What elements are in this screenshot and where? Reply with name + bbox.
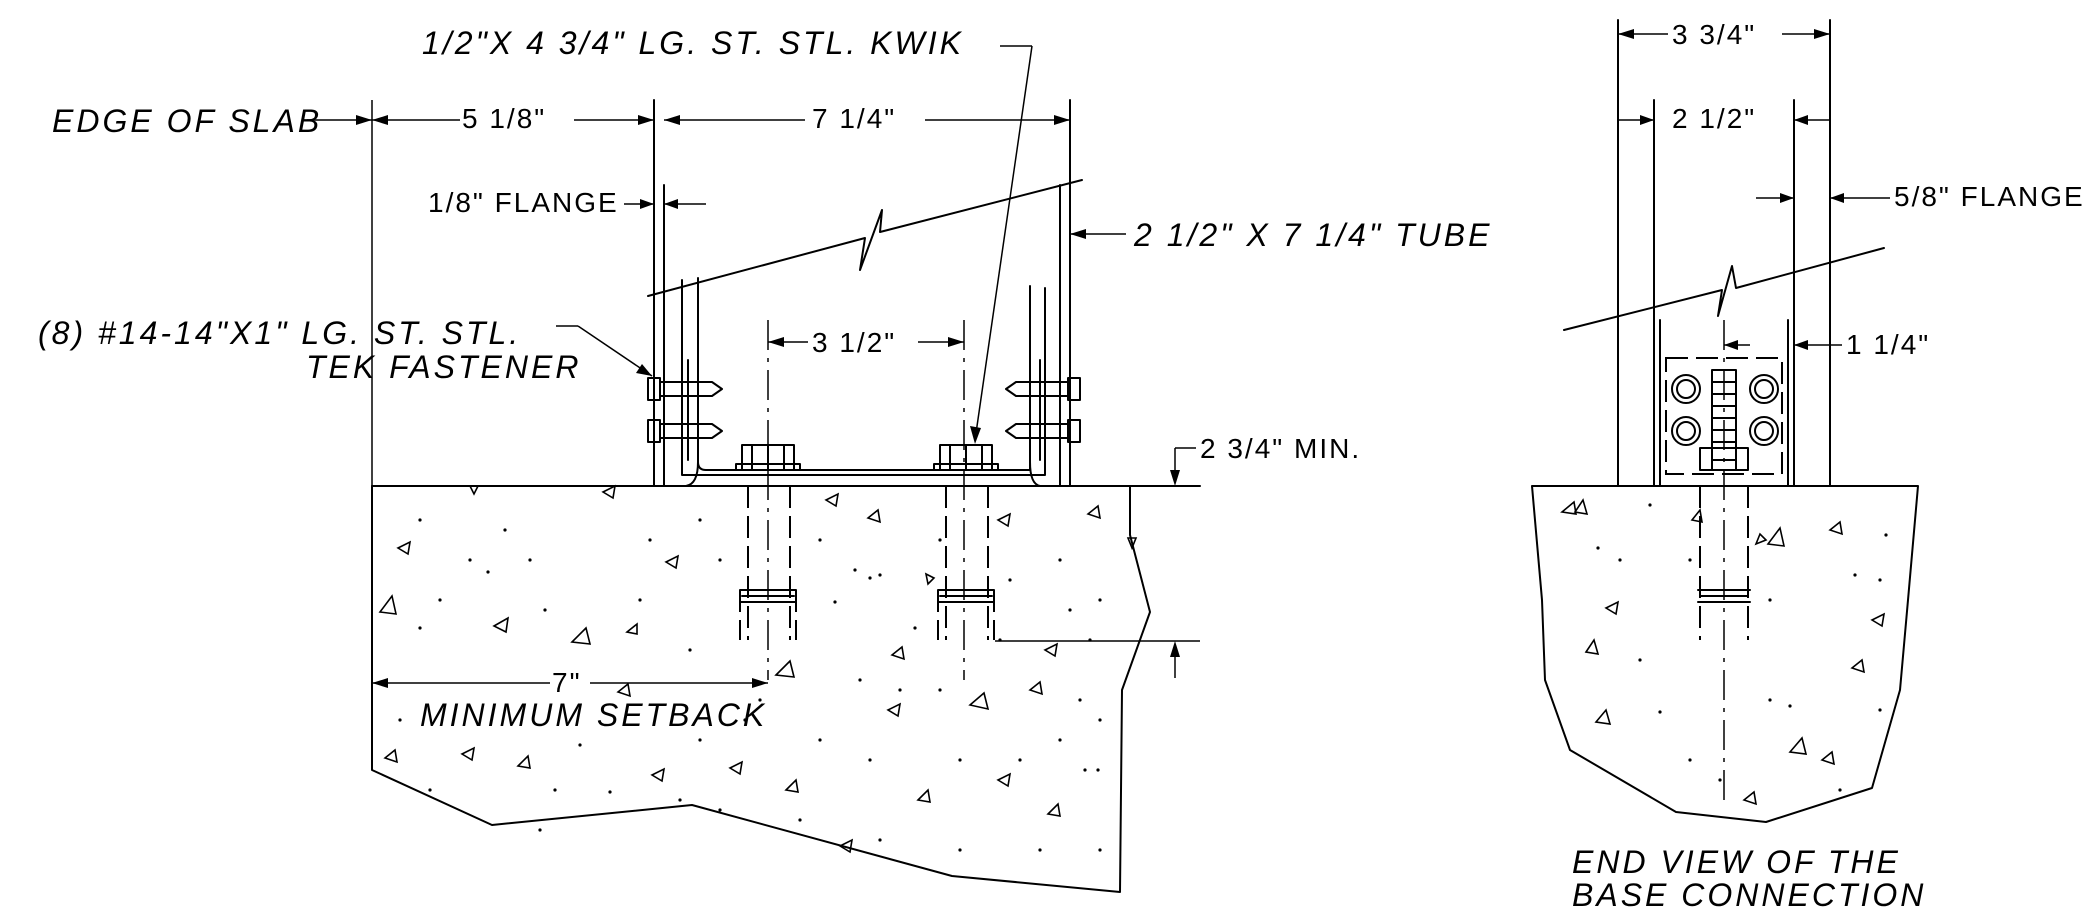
concrete-aggregate-right bbox=[1560, 498, 1886, 806]
minimum-setback-label: MINIMUM SETBACK bbox=[420, 697, 767, 733]
dimension-7: 7" bbox=[552, 667, 582, 698]
end-view-title-line2: BASE CONNECTION bbox=[1572, 877, 1926, 909]
anchor-bolts-left-view bbox=[735, 320, 999, 680]
bolt-spacing-dimension bbox=[768, 337, 964, 347]
flange-1-8-label: 1/8" FLANGE bbox=[428, 187, 619, 218]
end-view-slab bbox=[1531, 485, 1919, 823]
dimension-3-1-2: 3 1/2" bbox=[812, 327, 896, 358]
dimension-3-3-4: 3 3/4" bbox=[1672, 19, 1756, 50]
flange-1-8-dimension bbox=[624, 199, 706, 209]
end-view-title-line1: END VIEW OF THE bbox=[1572, 844, 1901, 880]
tube-section bbox=[681, 277, 1046, 487]
edge-of-slab-label: EDGE OF SLAB bbox=[52, 103, 322, 139]
fastener-label-line2: TEK FASTENER bbox=[306, 349, 581, 385]
tube-break-line bbox=[647, 179, 1083, 297]
end-view-dimensions bbox=[1618, 29, 1890, 350]
end-view-fasteners bbox=[1671, 369, 1779, 640]
dimension-2-1-2: 2 1/2" bbox=[1672, 103, 1756, 134]
end-view-steel bbox=[1563, 19, 1885, 800]
concrete-aggregate-left bbox=[378, 484, 1138, 854]
dimension-top-row bbox=[307, 115, 1070, 125]
embedment-dimension bbox=[995, 447, 1200, 678]
dimension-7-1-4: 7 1/4" bbox=[812, 103, 896, 134]
dimension-5-1-8: 5 1/8" bbox=[462, 103, 546, 134]
kwik-leader bbox=[970, 45, 1033, 444]
slab-section bbox=[371, 485, 1151, 893]
tube-leader bbox=[1070, 229, 1126, 239]
concrete-slab bbox=[371, 485, 1151, 893]
kwik-note: 1/2"X 4 3/4" LG. ST. STL. KWIK bbox=[422, 25, 964, 61]
flange-5-8-label: 5/8" FLANGE bbox=[1894, 181, 2082, 212]
fastener-label-line1: (8) #14-14"X1" LG. ST. STL. bbox=[38, 315, 521, 351]
fastener-leader bbox=[556, 325, 653, 377]
flange-plates bbox=[653, 99, 1071, 487]
dimension-2-3-4-min: 2 3/4" MIN. bbox=[1200, 433, 1361, 464]
dimension-1-1-4: 1 1/4" bbox=[1846, 329, 1930, 360]
setback-dimension bbox=[372, 678, 768, 688]
tek-fasteners bbox=[647, 359, 1081, 461]
concrete-specks-left bbox=[398, 518, 1102, 852]
tube-label: 2 1/2" X 7 1/4" TUBE bbox=[1133, 217, 1492, 253]
concrete-specks-right bbox=[1596, 503, 1888, 792]
